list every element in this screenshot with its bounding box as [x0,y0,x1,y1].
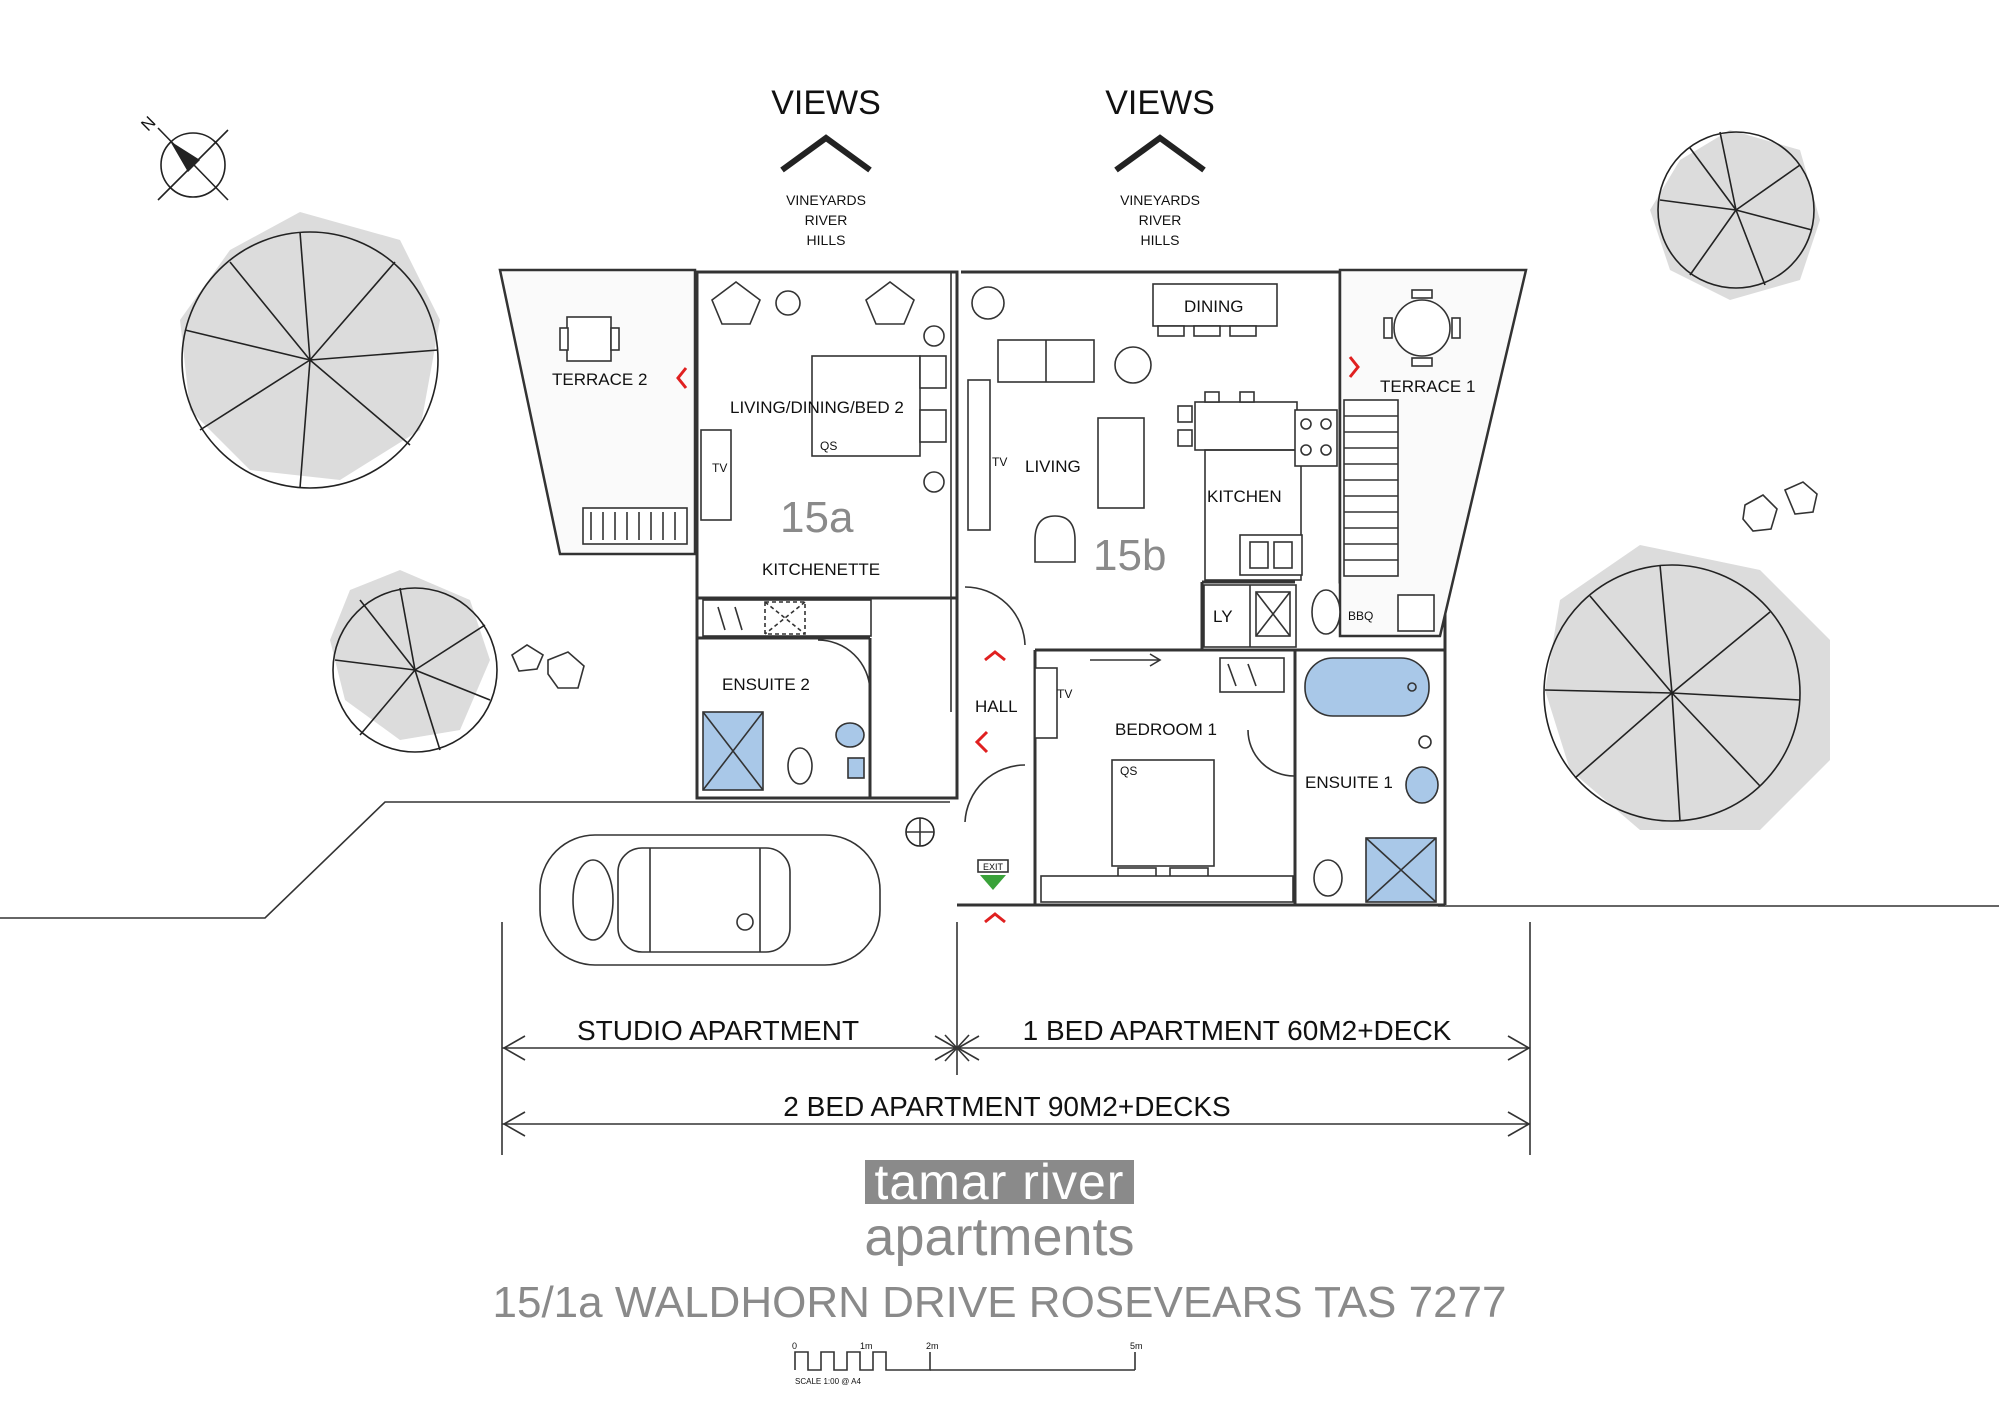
unit-15a: QS LIVING/DINING/BED 2 15a KITCHENETTE T… [695,270,959,800]
ensuite-1: ENSUITE 1 [1304,657,1439,903]
scale-tick-5: 5m [1130,1341,1143,1351]
scale-caption: SCALE 1:00 @ A4 [795,1377,861,1386]
label-kitchenette: KITCHENETTE [762,560,880,579]
label-qs-bed1: QS [1120,764,1137,778]
label-tv-15a: TV [712,461,727,475]
label-terrace-2: TERRACE 2 [552,370,647,389]
address: 15/1a WALDHORN DRIVE ROSEVEARS TAS 7277 [492,1278,1507,1327]
views-label-right: VIEWS VINEYARDS RIVER HILLS [1105,84,1215,248]
north-compass: N [137,113,229,201]
dim-one-bed: 1 BED APARTMENT 60M2+DECK [1023,1015,1452,1046]
terrace-1: BBQ TERRACE 1 [1311,268,1528,638]
views-line: HILLS [807,232,846,248]
terrace-2: TERRACE 2 [498,268,697,556]
views-line: VINEYARDS [1120,192,1200,208]
views-heading: VIEWS [771,84,881,122]
brand-line-1: tamar river [864,1157,1135,1207]
tree-large-right [1543,545,1830,830]
wheel-rose [905,817,935,847]
rocks-left [510,644,585,689]
north-letter: N [137,113,159,135]
views-heading: VIEWS [1105,84,1215,122]
views-label-left: VIEWS VINEYARDS RIVER HILLS [771,84,881,248]
label-bbq: BBQ [1348,609,1373,623]
label-tv-hall: TV [1057,687,1072,701]
label-dining: DINING [1184,297,1244,316]
scale-tick-2: 2m [926,1341,939,1351]
label-bedroom-1: BEDROOM 1 [1115,720,1217,739]
label-ensuite-2: ENSUITE 2 [722,675,810,694]
label-unit-15a: 15a [780,493,854,542]
label-exit: EXIT [983,862,1004,872]
label-terrace-1: TERRACE 1 [1380,377,1475,396]
label-tv-living: TV [992,455,1007,469]
brand-logo: tamar river apartments [0,1157,1999,1267]
site-boundary [0,801,950,919]
label-unit-15b: 15b [1093,531,1166,580]
rocks-right [1742,481,1818,532]
label-ensuite-1: ENSUITE 1 [1305,773,1393,792]
views-line: RIVER [1139,212,1182,228]
dim-two-bed: 2 BED APARTMENT 90M2+DECKS [783,1091,1230,1122]
tree-small-left [330,570,498,753]
label-qs-bed2: QS [820,439,837,453]
label-living: LIVING [1025,457,1081,476]
scale-bar: 0 1m 2m 5m SCALE 1:00 @ A4 [792,1341,1143,1386]
views-line: RIVER [805,212,848,228]
scale-tick-1: 1m [860,1341,873,1351]
tree-top-right [1650,130,1820,300]
brand-line-2: apartments [864,1207,1135,1267]
scale-tick-0: 0 [792,1341,797,1351]
label-hall: HALL [975,697,1018,716]
dim-studio: STUDIO APARTMENT [577,1015,859,1046]
label-laundry: LY [1213,607,1233,626]
car [539,834,881,966]
label-living-dining-bed2: LIVING/DINING/BED 2 [730,398,904,417]
label-kitchen: KITCHEN [1207,487,1282,506]
ensuite-2: ENSUITE 2 [702,639,871,791]
views-line: VINEYARDS [786,192,866,208]
views-line: HILLS [1141,232,1180,248]
dimension-lines: STUDIO APARTMENT 1 BED APARTMENT 60M2+DE… [501,922,1531,1155]
tree-large-left [180,212,440,489]
